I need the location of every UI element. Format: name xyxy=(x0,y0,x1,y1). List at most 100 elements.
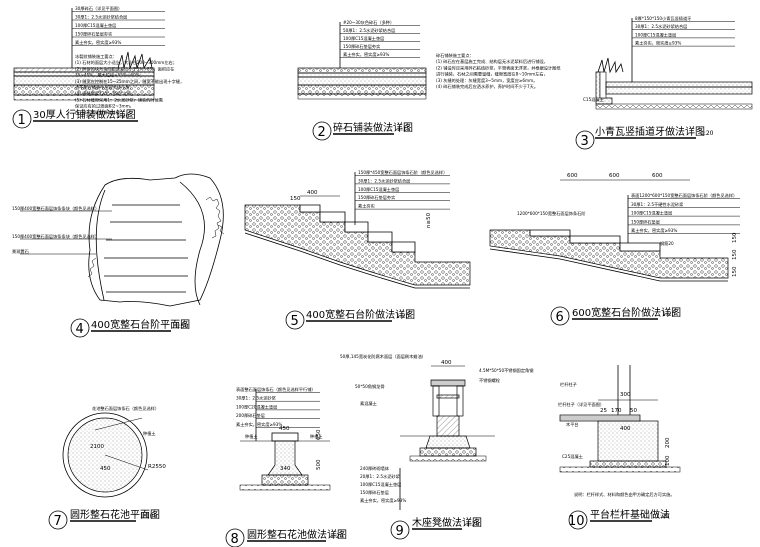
dim: 450 xyxy=(100,466,111,472)
dim: 170 xyxy=(611,408,622,414)
detail-2: #20~30灰色碎石（多种）50厚1：2.5水泥砂浆结合层100厚C15混凝土垫… xyxy=(297,19,561,141)
label: 钢筋20 xyxy=(660,240,674,247)
detail-title: 小青瓦竖插道牙做法详图 xyxy=(595,125,705,138)
label: 种植土 xyxy=(143,430,156,437)
layer-label: 表面整石面层饰条石（颜色见选样平行铺） xyxy=(236,386,316,393)
dim: R2550 xyxy=(148,464,166,470)
label-c15: C15混凝土 xyxy=(583,96,604,103)
layer-label: 150厚碎石垫层夯实 xyxy=(75,31,112,38)
detail-scale: 1:100 xyxy=(140,513,157,520)
layer-label: 30厚1：2.5水泥砂浆结合层 xyxy=(75,14,127,21)
detail-5: 400 150 n≥50 150厚*450宽整石面层饰条石阶（颜色见选样）30厚… xyxy=(244,169,471,330)
detail-3: 8厚*150*150小青瓦竖插道牙30厚1：2.5水泥砂浆结合层100厚C15混… xyxy=(575,15,753,150)
note-line: (2) 铺设时应采用碎石粘结砂浆，平滑表面无浮浆，并根据设计图纸 xyxy=(436,64,561,71)
detail-number: 1 xyxy=(18,113,26,128)
label: 150厚碎石垫层 xyxy=(360,489,389,496)
layer-label: 200厚碎石垫层 xyxy=(236,412,265,419)
layer-label: 30厚碎石（详见平面图） xyxy=(75,5,122,12)
label: 150厚400宽整石面层饰条条块（颜色见选样） xyxy=(12,205,99,212)
layer-label: 30厚1：2.5水泥砂浆 xyxy=(236,395,277,402)
detail-number: 3 xyxy=(581,134,589,149)
dim: 2100 xyxy=(90,444,104,450)
detail-scale: 1:20 xyxy=(116,113,130,120)
layer-label: 150厚*450宽整石面层饰条石阶（颜色见选样） xyxy=(358,169,447,176)
note-line: (4) 碎石铺装完成后应洒水养护，养护时间不少于7天。 xyxy=(436,83,538,90)
detail-scale: 1:20 xyxy=(662,311,676,318)
label: 栏杆柱子（详见平面图） xyxy=(558,401,604,408)
dim: 600 xyxy=(652,173,663,179)
detail-scale: 1:15 xyxy=(397,126,411,133)
detail-number: 9 xyxy=(396,524,404,539)
dim: 150 xyxy=(732,232,738,243)
layer-label: 100厚C20混凝土垫层 xyxy=(236,403,277,410)
layer-label: 30厚1：2.5干硬性水泥砂浆 xyxy=(631,201,684,208)
detail-title: 400宽整石台阶做法详图 xyxy=(306,308,415,321)
dim: n≥50 xyxy=(426,212,432,228)
detail-number-circle xyxy=(48,510,68,530)
detail-number-circle xyxy=(550,306,570,326)
detail-number: 8 xyxy=(231,532,239,547)
label: 240厚砖砌墙体 xyxy=(360,465,390,472)
layer-label: 素土夯实，密实度≥93% xyxy=(631,227,677,234)
detail-scale: 1:50 xyxy=(175,323,189,330)
note-line: (1) 石材的面层大小适当，大小在200~300mm左右； xyxy=(75,59,177,66)
label: 木平台 xyxy=(566,421,579,428)
layer-label: 100厚C15混凝土垫层 xyxy=(635,31,676,38)
detail-number-circle xyxy=(390,520,410,540)
layer-label: 素土夯实，密实度≥93% xyxy=(343,51,389,58)
layer-label: 150厚碎石垫层 xyxy=(631,218,660,225)
layer-label: 100厚C15混凝土垫层 xyxy=(75,22,116,29)
dim: 100 xyxy=(665,455,671,466)
label: 4.5M*50*50不锈钢固定角钢 xyxy=(479,367,533,374)
detail-scale: 1:20 xyxy=(396,313,410,320)
note: 说明：栏杆样式、材料和颜色由甲方确定后方可实施。 xyxy=(574,491,675,498)
detail-number-circle xyxy=(225,528,245,547)
label: 1200*600*150宽整石面层饰条石阶 xyxy=(517,210,586,217)
detail-title: 平台栏杆基础做法 xyxy=(590,508,670,521)
dim: 400 xyxy=(441,360,452,366)
note-line: 35~45%，最大粒径≥55%~60%； xyxy=(75,72,144,79)
dim: 650 xyxy=(316,429,322,440)
detail-8: 表面整石面层饰条石（颜色见选样平行铺） 30厚1：2.5水泥砂浆100厚C20混凝… xyxy=(225,386,347,547)
detail-10: 300 25 170 50 400 200 100 栏杆柱子 栏杆柱子（详见平面… xyxy=(558,365,681,530)
dim: 200 xyxy=(665,437,671,448)
layer-label: 素土夯实 xyxy=(358,203,375,210)
layer-label: 30厚1：2.5水泥砂浆结合层 xyxy=(358,177,410,184)
dim: 25 xyxy=(600,408,607,414)
detail-number-circle xyxy=(70,318,90,338)
detail-scale: 1:20 xyxy=(656,513,670,520)
detail-number: 5 xyxy=(291,314,299,329)
layer-label: #20~30灰色碎石（多种） xyxy=(343,19,394,26)
note-line: 也不能在铺装中出现大块小块； xyxy=(75,84,134,91)
detail-7: 2100 450 R2550 花池整石面层饰条石（颜色见选样） 种植土 7 圆形… xyxy=(48,405,166,530)
dim: 340 xyxy=(280,466,291,472)
detail-title: 碎石铺装做法详图 xyxy=(333,121,413,134)
detail-scale: 1:20 xyxy=(330,533,344,540)
detail-number: 4 xyxy=(76,322,84,337)
detail-scale: 1:20 xyxy=(700,130,714,137)
dim: 400 xyxy=(307,190,318,196)
label: 素混凝土 xyxy=(360,400,377,407)
detail-scale: 1:20 xyxy=(466,521,480,528)
label: 不锈钢螺栓 xyxy=(479,377,501,384)
layer-label: 素土夯实，密实度≥93% xyxy=(236,421,282,428)
layer-label: 30厚1：2.5水泥砂浆结合层 xyxy=(635,23,687,30)
note-line: 进行铺装，石材之间需要留缝，缝隙宽度在8~10mm左右， xyxy=(436,71,548,78)
label: 栏杆柱子 xyxy=(560,381,577,388)
dim: 50 xyxy=(630,408,637,414)
layer-label: 150厚碎石垫层夯实 xyxy=(358,194,395,201)
label: 花池整石面层饰条石（颜色见选样） xyxy=(92,405,159,412)
detail-number: 2 xyxy=(318,125,326,140)
note-line: 保证应有的过渡面积2~3mm。 xyxy=(75,103,134,110)
dim: 400 xyxy=(620,426,631,432)
detail-4: 150厚400宽整石面层饰条条块（颜色见选样） 150厚400宽整石面层饰条条块… xyxy=(12,173,225,338)
dim: 500 xyxy=(316,459,322,470)
detail-number-circle xyxy=(12,109,32,129)
layer-label: 150厚碎石垫层夯实 xyxy=(343,43,380,50)
layer-label: 8厚*150*150小青瓦竖插道牙 xyxy=(635,15,691,22)
note-line: 冰裂纹铺装施工要点： xyxy=(75,53,117,60)
detail-number: 6 xyxy=(556,310,564,325)
layer-label: 50厚1：2.5水泥砂浆结合层 xyxy=(343,27,395,34)
